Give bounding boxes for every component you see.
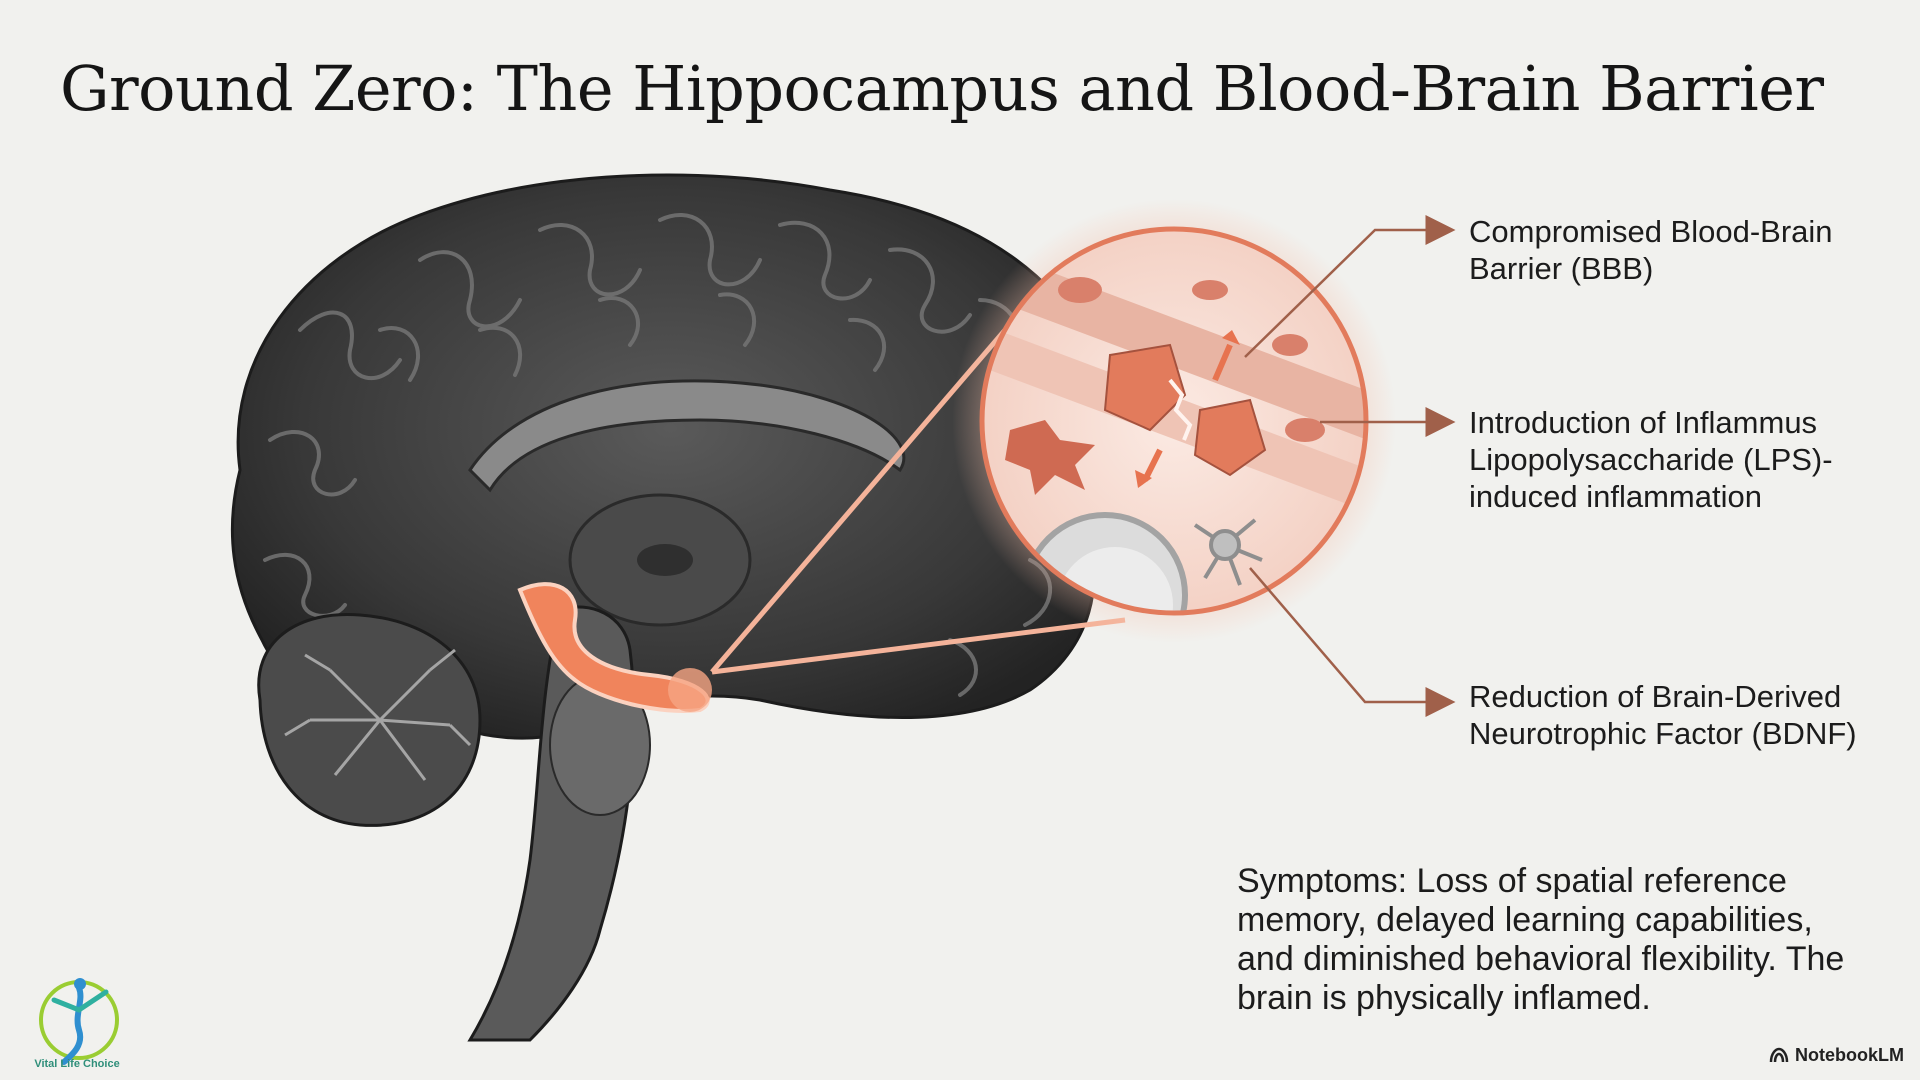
symptoms-text: Symptoms: Loss of spatial reference memo… (1237, 862, 1845, 1017)
logo-text: Vital Life Choice (34, 1058, 120, 1070)
callout-lps-inflammation: Introduction of Inflammus Lipopolysaccha… (1469, 405, 1833, 514)
callout-compromised-bbb: Compromised Blood-Brain Barrier (BBB) (1469, 214, 1833, 286)
slide-title: Ground Zero: The Hippocampus and Blood-B… (60, 52, 1824, 125)
brain-illustration (230, 173, 1110, 1042)
magnified-bbb-view (952, 199, 1396, 643)
notebooklm-branding: NotebookLM (1769, 1043, 1904, 1067)
notebooklm-label: NotebookLM (1795, 1044, 1904, 1065)
callout-arrows (1244, 215, 1456, 717)
cerebellum-arbor (284, 648, 472, 781)
vital-life-choice-logo-icon (39, 978, 119, 1065)
corpus-callosum (468, 379, 906, 493)
notebooklm-icon (1769, 1047, 1789, 1063)
callout-bdnf-reduction: Reduction of Brain-Derived Neurotrophic … (1469, 679, 1857, 751)
